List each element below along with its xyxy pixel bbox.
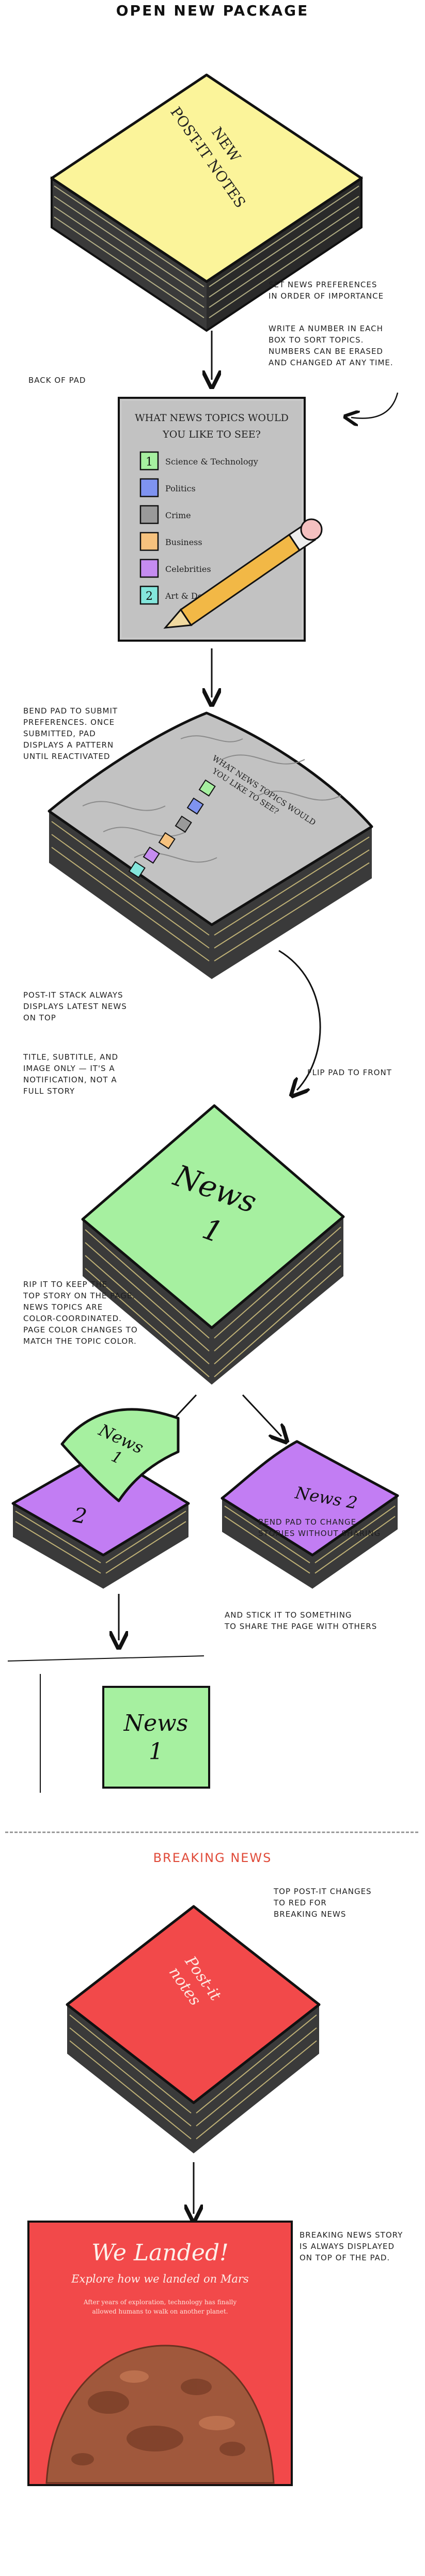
arrow-to-form: [351, 392, 399, 418]
note-stick-it: AND STICK IT TO SOMETHING TO SHARE THE P…: [225, 1610, 377, 1631]
stuck-note: News 1: [102, 1686, 210, 1789]
topic-number: 1: [146, 456, 153, 469]
note-rip-it: RIP IT TO KEEP THE TOP STORY ON THE PAGE…: [23, 1280, 138, 1346]
arrow-curve-to-news: [278, 950, 321, 1090]
bent-box-art: [128, 861, 146, 878]
note-write-number: WRITE A NUMBER IN EACH BOX TO SORT TOPIC…: [269, 324, 393, 367]
new-pad: NEW POST-IT NOTES: [50, 73, 363, 332]
preferences-form: WHAT NEWS TOPICS WOULD YOU LIKE TO SEE? …: [118, 397, 323, 642]
note-back-of-pad: BACK OF PAD: [28, 376, 86, 385]
topic-label: Science & Technology: [165, 457, 258, 467]
mars-planet: [45, 2345, 275, 2484]
note-top-red: TOP POST-IT CHANGES TO RED FOR BREAKING …: [274, 1887, 372, 1919]
topic-label: Celebrities: [165, 564, 211, 574]
topic-box[interactable]: [139, 532, 159, 551]
bent-box-celebrities: [143, 846, 160, 864]
story-headline: We Landed!: [91, 2240, 229, 2266]
pencil-icon: [163, 518, 323, 629]
topic-box[interactable]: [139, 478, 159, 498]
note-breaking-story: BREAKING NEWS STORY IS ALWAYS DISPLAYED …: [300, 2230, 403, 2262]
breaking-story-card: We Landed! Explore how we landed on Mars…: [27, 2221, 293, 2486]
bent-box-politics: [186, 797, 204, 815]
stuck-note-word: News: [123, 1710, 188, 1736]
note-title-subtitle: TITLE, SUBTITLE, AND IMAGE ONLY — IT'S A…: [23, 1052, 119, 1096]
bent-box-business: [158, 832, 176, 849]
story-body-1: After years of exploration, technology h…: [83, 2299, 237, 2306]
note-bend-change: BEND PAD TO CHANGE STORIES WITHOUT SHARI…: [258, 1517, 381, 1538]
topic-box[interactable]: [139, 505, 159, 524]
topic-number: 2: [146, 590, 153, 603]
topic-box[interactable]: [139, 585, 159, 605]
bent-box-science: [198, 779, 216, 797]
breaking-news-label: BREAKING NEWS: [153, 1851, 272, 1865]
wall-line: [7, 1655, 204, 1662]
bent-box-crime: [175, 815, 192, 833]
ripped-pad: 2 News 1: [11, 1408, 190, 1589]
story-body-2: allowed humans to walk on another planet…: [92, 2308, 228, 2315]
note-set-prefs: SET NEWS PREFERENCES IN ORDER OF IMPORTA…: [269, 280, 384, 301]
stuck-note-number: 1: [149, 1739, 163, 1765]
form-question-line2: YOU LIKE TO SEE?: [162, 429, 261, 440]
arrow-right-split: [242, 1394, 281, 1436]
bent-pad: WHAT NEWS TOPICS WOULD YOU LIKE TO SEE?: [48, 711, 373, 979]
note-flip-pad: FLIP PAD TO FRONT: [307, 1068, 392, 1077]
topic-box[interactable]: [139, 451, 159, 471]
topic-box[interactable]: [139, 558, 159, 578]
news-pad: News 1: [81, 1104, 345, 1385]
red-pad: Post-it notes: [66, 1905, 321, 2153]
page-title: OPEN NEW PACKAGE: [116, 2, 309, 19]
purple-pad: News 2: [221, 1440, 399, 1589]
topic-label: Politics: [165, 484, 196, 493]
topic-label: Crime: [165, 510, 191, 520]
note-bend-submit: BEND PAD TO SUBMIT PREFERENCES. ONCE SUB…: [23, 706, 118, 761]
form-question-line1: WHAT NEWS TOPICS WOULD: [135, 412, 289, 424]
note-stack-latest: POST-IT STACK ALWAYS DISPLAYS LATEST NEW…: [23, 990, 127, 1022]
section-divider: [5, 1832, 418, 1833]
story-subtitle: Explore how we landed on Mars: [71, 2273, 249, 2285]
topic-label: Business: [165, 537, 202, 547]
